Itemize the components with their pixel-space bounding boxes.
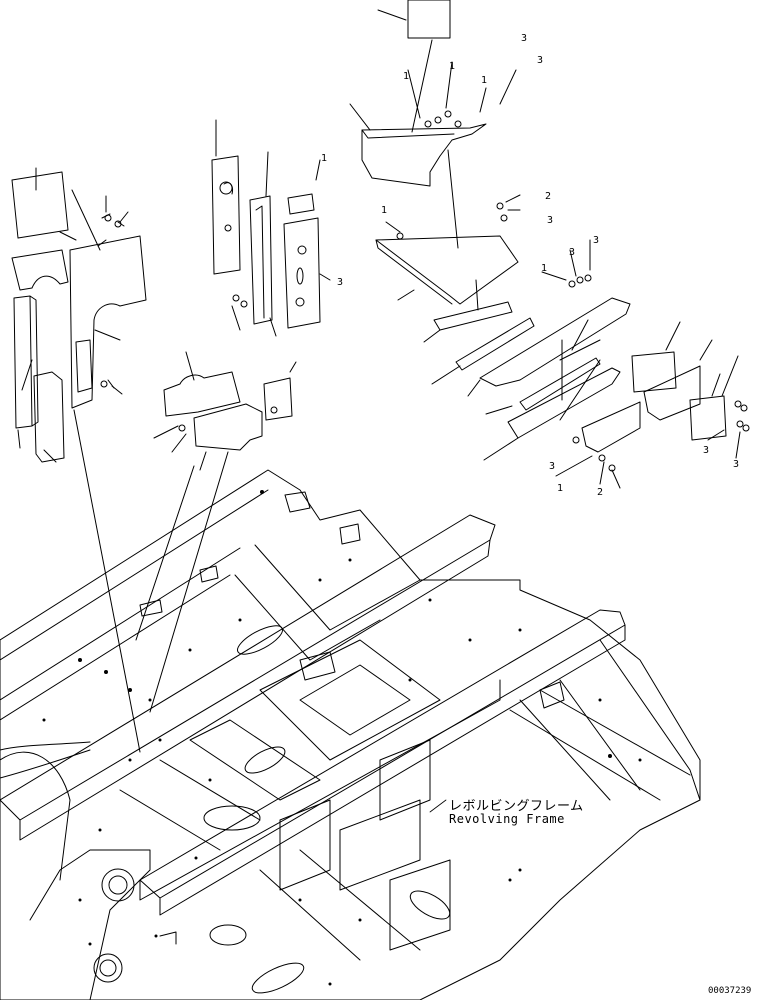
callout-number: 3 <box>547 215 554 226</box>
callout-number: 3 <box>521 33 528 44</box>
callout-number: 1 <box>403 71 410 82</box>
frame-label-japanese: レボルビングフレーム <box>449 799 584 814</box>
callout-number: 1 <box>381 205 388 216</box>
callout-number: 3 <box>593 235 600 246</box>
callout-number: 3 <box>733 459 740 470</box>
revolving-frame <box>0 469 701 1000</box>
main-beam-lower <box>139 609 626 899</box>
callout-number: 3 <box>549 461 556 472</box>
main-beam-upper <box>0 514 496 821</box>
frame-label-leader <box>429 799 447 813</box>
callout-number: 1 <box>557 483 564 494</box>
callout-number: 1 <box>481 75 488 86</box>
callout-number: 3 <box>337 277 344 288</box>
callout-number: 3 <box>569 247 576 258</box>
cover-group <box>349 0 750 489</box>
callout-number: 3 <box>537 55 544 66</box>
callout-number: 1 <box>321 153 328 164</box>
middle-plate-group <box>211 119 331 337</box>
callout-number: 1 <box>541 263 548 274</box>
drawing-number: 00037239 <box>708 986 752 996</box>
callout-number: 2 <box>545 191 552 202</box>
frame-label-english: Revolving Frame <box>449 812 565 826</box>
center-plate-group <box>135 351 297 713</box>
callout-number: 1 <box>449 61 456 72</box>
callout-number: 3 <box>703 445 710 456</box>
callout-number: 2 <box>597 487 604 498</box>
left-plate-group <box>11 167 147 753</box>
